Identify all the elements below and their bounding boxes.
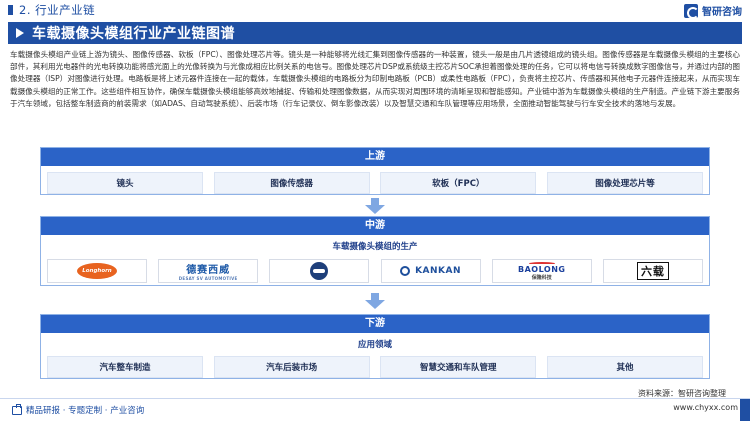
arrow-down-icon <box>365 198 385 214</box>
downstream-item-aftermarket: 汽车后装市场 <box>213 356 370 378</box>
company-baolong: BAOLONG 保隆科技 <box>491 259 592 283</box>
downstream-items: 汽车整车制造 汽车后装市场 智慧交通和车队管理 其他 <box>41 356 709 378</box>
footer-url[interactable]: www.chyxx.com <box>673 403 738 412</box>
page-title: 车载摄像头模组行业产业链图谱 <box>32 26 235 42</box>
source-note: 资料来源：智研咨询整理 <box>638 389 726 398</box>
company-sixth: 六载 <box>602 259 703 283</box>
midstream-header: 中游 <box>41 217 709 235</box>
circle-logo-icon <box>310 262 329 280</box>
downstream-subtitle: 应用领域 <box>357 340 392 350</box>
page-edge-bar <box>740 399 750 421</box>
desay-logo: 德赛西威 DESAY SV AUTOMOTIVE <box>179 261 238 281</box>
company-longhorn: Longhorn <box>47 259 147 283</box>
downstream-tier: 下游 应用领域 汽车整车制造 汽车后装市场 智慧交通和车队管理 其他 <box>40 314 710 379</box>
upstream-header: 上游 <box>41 148 709 166</box>
section-title: 2. 行业产业链 <box>19 3 96 17</box>
desay-name-cn: 德赛西威 <box>186 265 231 276</box>
upstream-tier: 上游 镜头 图像传感器 软板（FPC） 图像处理芯片等 <box>40 147 710 195</box>
upstream-item-fpc: 软板（FPC） <box>380 172 537 194</box>
midstream-subtitle: 车载摄像头模组的生产 <box>332 242 418 252</box>
desay-name-en: DESAY SV AUTOMOTIVE <box>178 276 238 281</box>
upstream-item-lens: 镜头 <box>47 172 203 194</box>
kankan-logo: KANKAN <box>400 266 461 276</box>
sixth-logo: 六载 <box>636 262 669 280</box>
title-bar: 车载摄像头模组行业产业链图谱 <box>8 22 742 44</box>
upstream-item-sensor: 图像传感器 <box>213 172 370 194</box>
baolong-logo: BAOLONG 保隆科技 <box>518 261 566 281</box>
brand-name: 智研咨询 <box>702 7 742 18</box>
longhorn-logo: Longhorn <box>77 263 117 279</box>
arrow-down-icon <box>365 293 385 309</box>
intro-paragraph: 车载摄像头模组产业链上游为镜头、图像传感器、软板（FPC）、图像处理芯片等。镜头… <box>10 50 740 108</box>
kankan-name: KANKAN <box>415 266 462 276</box>
brand-logo: 智研咨询 <box>684 3 742 19</box>
baolong-name-en: BAOLONG <box>518 264 566 274</box>
downstream-item-traffic: 智慧交通和车队管理 <box>380 356 537 378</box>
footer: 精品研报 · 专题定制 · 产业咨询 www.chyxx.com <box>0 398 750 421</box>
company-circle <box>269 259 370 283</box>
baolong-name-cn: 保隆科技 <box>531 274 552 281</box>
footer-left: 精品研报 · 专题定制 · 产业咨询 <box>12 403 145 416</box>
downstream-item-other: 其他 <box>546 356 703 378</box>
downstream-item-oem: 汽车整车制造 <box>47 356 203 378</box>
company-kankan: KANKAN <box>380 259 481 283</box>
upstream-items: 镜头 图像传感器 软板（FPC） 图像处理芯片等 <box>41 172 709 194</box>
section-marker <box>8 5 13 15</box>
midstream-tier: 中游 车载摄像头模组的生产 Longhorn 德赛西威 DESAY SV AUT… <box>40 216 710 286</box>
title-triangle-icon <box>16 28 24 38</box>
upstream-item-chip: 图像处理芯片等 <box>546 172 703 194</box>
top-bar: 2. 行业产业链 智研咨询 <box>0 0 750 20</box>
midstream-companies: Longhorn 德赛西威 DESAY SV AUTOMOTIVE KANKAN… <box>41 259 709 283</box>
downstream-header: 下游 <box>41 315 709 333</box>
brand-logo-icon <box>684 3 699 19</box>
baolong-swoosh-icon <box>528 261 555 265</box>
company-desay: 德赛西威 DESAY SV AUTOMOTIVE <box>158 259 259 283</box>
briefcase-icon <box>12 403 22 415</box>
kankan-ring-icon <box>400 266 411 276</box>
footer-slogan: 精品研报 · 专题定制 · 产业咨询 <box>26 406 145 416</box>
